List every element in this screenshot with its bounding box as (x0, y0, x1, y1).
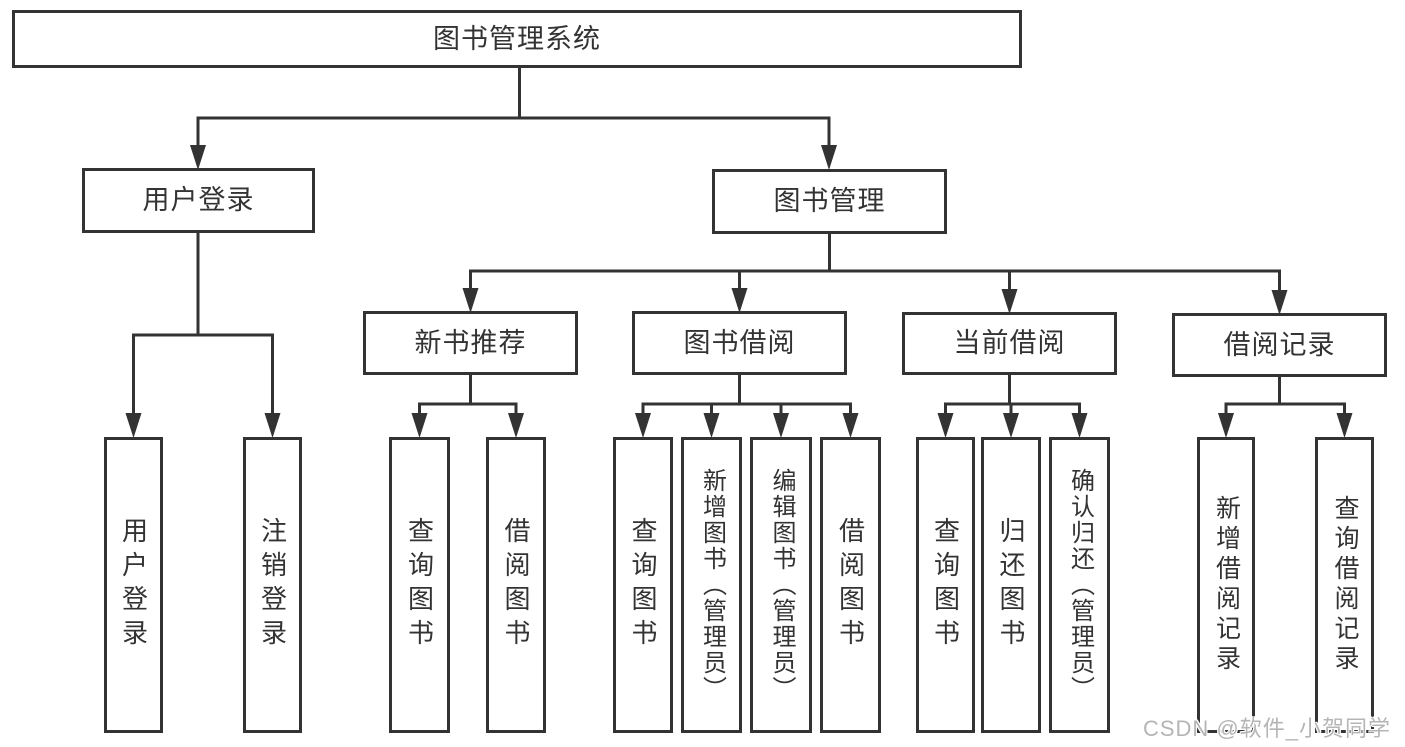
node-leaf-return-books: 归还图书 (981, 437, 1041, 733)
node-leaf-edit-books-admin: 编辑图书（管理员） (750, 437, 812, 733)
node-new-book-recommend: 新书推荐 (363, 311, 578, 375)
node-book-borrowing: 图书借阅 (632, 311, 847, 375)
node-leaf-borrow-books-1: 借阅图书 (486, 437, 546, 733)
node-leaf-user-login: 用户登录 (104, 437, 163, 733)
node-leaf-confirm-return-admin: 确认归还（管理员） (1049, 437, 1110, 733)
node-leaf-logout: 注销登录 (243, 437, 302, 733)
node-leaf-query-books-3: 查询图书 (916, 437, 975, 733)
node-leaf-query-borrow-record: 查询借阅记录 (1315, 437, 1374, 733)
csdn-watermark: CSDN @软件_小贺同学 (1142, 716, 1391, 741)
node-book-management: 图书管理 (712, 169, 947, 234)
node-leaf-borrow-books-2: 借阅图书 (820, 437, 881, 733)
node-borrowing-records: 借阅记录 (1172, 313, 1387, 377)
node-leaf-query-books-1: 查询图书 (389, 437, 450, 733)
node-leaf-add-borrow-record: 新增借阅记录 (1197, 437, 1255, 733)
node-current-borrowing: 当前借阅 (902, 312, 1117, 375)
node-user-login: 用户登录 (82, 168, 315, 233)
node-book-management-system: 图书管理系统 (12, 10, 1022, 68)
node-leaf-add-books-admin: 新增图书（管理员） (681, 437, 742, 733)
node-leaf-query-books-2: 查询图书 (613, 437, 673, 733)
